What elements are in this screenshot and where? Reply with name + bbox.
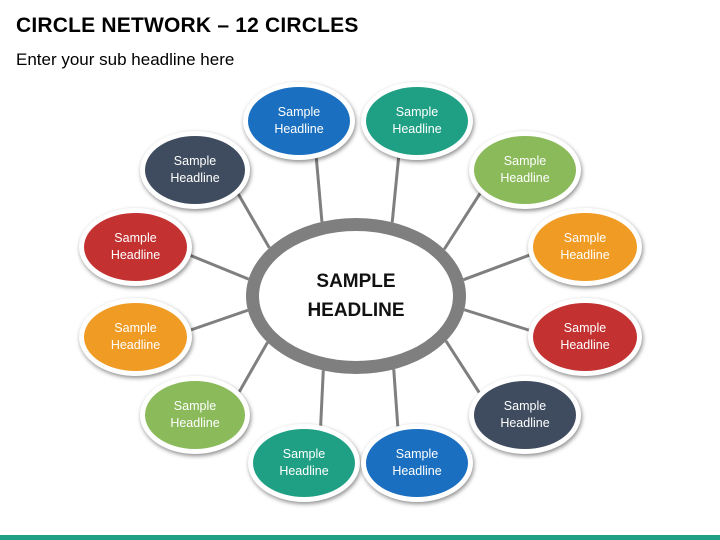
network-node-3: Sample Headline (140, 131, 250, 209)
network-node-5: Sample Headline (79, 208, 192, 286)
slide-title: CIRCLE NETWORK – 12 CIRCLES (16, 14, 359, 37)
network-node-10: Sample Headline (469, 376, 581, 454)
network-node-label: Sample Headline (110, 231, 161, 262)
network-node-1: Sample Headline (243, 82, 355, 160)
connector-line (463, 253, 530, 282)
slide-subtitle: Enter your sub headline here (16, 50, 235, 69)
network-node-label: Sample Headline (500, 399, 550, 430)
bottom-accent-bar (0, 535, 720, 540)
network-node-9: Sample Headline (140, 376, 250, 454)
network-node-label: Sample Headline (392, 447, 442, 478)
connector-line (390, 157, 401, 223)
network-node-4: Sample Headline (469, 131, 581, 209)
network-node-label: Sample Headline (170, 154, 220, 185)
center-hub-label: SAMPLE HEADLINE (307, 271, 405, 321)
connector-line (190, 308, 249, 332)
network-node-12: Sample Headline (361, 424, 473, 502)
network-node-label: Sample Headline (560, 231, 610, 262)
network-node-7: Sample Headline (79, 298, 192, 376)
network-node-6: Sample Headline (528, 208, 642, 286)
connector-line (444, 340, 481, 394)
connector-line (314, 157, 324, 222)
network-node-label: Sample Headline (500, 154, 550, 185)
network-node-8: Sample Headline (528, 298, 642, 376)
network-node-2: Sample Headline (361, 82, 473, 160)
network-node-11: Sample Headline (248, 424, 360, 502)
network-node-label: Sample Headline (392, 105, 442, 136)
network-node-label: Sample Headline (170, 399, 220, 430)
connector-line (319, 370, 325, 426)
connector-line (392, 369, 400, 427)
connector-line (190, 254, 250, 281)
network-node-label: Sample Headline (110, 321, 161, 352)
network-node-label: Sample Headline (274, 105, 324, 136)
center-hub: SAMPLE HEADLINE (246, 218, 466, 374)
connector-line (442, 192, 482, 251)
network-node-label: Sample Headline (560, 321, 610, 352)
network-node-label: Sample Headline (279, 447, 329, 478)
connector-line (463, 308, 530, 332)
connector-line (237, 193, 271, 249)
connector-line (237, 341, 269, 393)
